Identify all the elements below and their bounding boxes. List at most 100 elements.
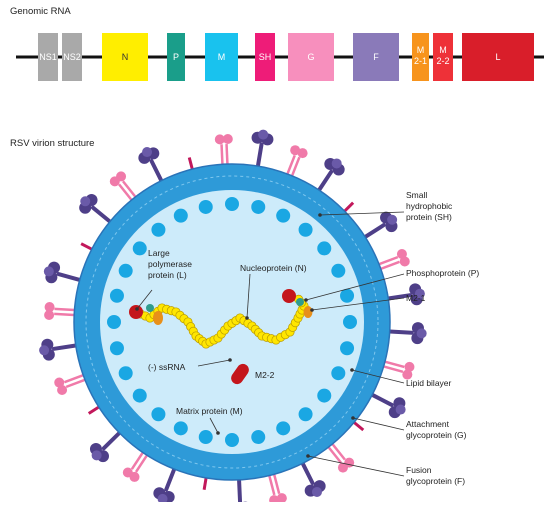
g-protein-stalk (136, 455, 147, 472)
gene-p-label: P (173, 52, 179, 62)
g-protein-head (110, 176, 120, 186)
g-protein-stalk (274, 474, 279, 493)
matrix-protein-dot (110, 341, 124, 355)
label-f-line: glycoprotein (F) (406, 476, 465, 486)
leader-matrix-end (216, 431, 220, 435)
gene-l-label: L (495, 52, 500, 62)
label-g-line: glycoprotein (G) (406, 430, 467, 440)
f-protein-stalk (258, 144, 262, 166)
f-protein-head (417, 328, 427, 338)
matrix-protein-dot (251, 430, 265, 444)
f-protein-stalk (104, 433, 120, 448)
label-l-line: polymerase (148, 259, 192, 269)
gene-m2-1: M2-1 (412, 33, 429, 81)
sh-protein (204, 478, 206, 490)
sh-protein (354, 422, 363, 430)
virion (39, 130, 427, 502)
g-protein-head (129, 472, 139, 482)
matrix-protein-dot (225, 197, 239, 211)
sh-protein (345, 203, 354, 211)
gene-m-label: M (218, 52, 226, 62)
label-ssrna-line: (-) ssRNA (148, 362, 186, 372)
leader-p-end (304, 298, 308, 302)
matrix-protein-dot (331, 366, 345, 380)
g-protein-stalk (54, 314, 74, 315)
sh-protein (89, 407, 99, 413)
f-protein-head (312, 487, 322, 497)
matrix-protein-dot (299, 223, 313, 237)
matrix-protein-dot (174, 209, 188, 223)
f-protein-stalk (239, 480, 240, 502)
matrix-protein-dot (119, 264, 133, 278)
label-g-line: Attachment (406, 419, 450, 429)
f-protein-stalk (93, 208, 110, 222)
sh-protein (189, 157, 192, 169)
f-protein-stalk (166, 469, 174, 489)
label-matrix: Matrix protein (M) (176, 406, 243, 416)
f-protein-head (258, 130, 268, 140)
gene-ns2: NS2 (62, 33, 82, 81)
f-protein-head (387, 215, 397, 225)
matrix-protein-dot (317, 241, 331, 255)
leader-sh-end (318, 213, 322, 217)
f-protein-head (142, 147, 152, 157)
gene-sh: SH (255, 33, 275, 81)
g-protein-stalk (54, 309, 74, 310)
sh-protein (81, 244, 92, 250)
g-protein-stalk (332, 444, 344, 460)
gene-g: G (288, 33, 334, 81)
genomic-rna-title: Genomic RNA (10, 6, 71, 17)
matrix-protein-dot (151, 407, 165, 421)
matrix-protein-dot (331, 264, 345, 278)
g-protein-head (57, 385, 67, 395)
matrix-protein-dot (133, 241, 147, 255)
f-protein-head (396, 405, 406, 415)
f-protein-head (332, 158, 342, 168)
label-lipid: Lipid bilayer (406, 378, 452, 388)
label-m2-1: M2-1 (406, 293, 426, 303)
f-protein-stalk (54, 346, 76, 349)
gene-ns1: NS1 (38, 33, 58, 81)
gene-g-label: G (307, 52, 314, 62)
label-l-line: Large (148, 248, 170, 258)
g-protein-stalk (222, 144, 223, 164)
leader-n-end (245, 316, 249, 320)
leader-lipid-end (350, 368, 354, 372)
g-protein-head (277, 493, 287, 502)
f-protein-stalk (365, 225, 384, 237)
virion-structure-title: RSV virion structure (10, 138, 94, 149)
gene-f: F (353, 33, 399, 81)
f-protein-stalk (303, 463, 313, 483)
matrix-protein-dot (251, 200, 265, 214)
label-n-line: Nucleoprotein (N) (240, 263, 307, 273)
matrix-protein-dot (340, 289, 354, 303)
phosphoprotein-right (296, 298, 304, 306)
gene-n-label: N (122, 52, 129, 62)
matrix-protein-dot (199, 430, 213, 444)
f-protein-head (80, 196, 90, 206)
g-protein-head (397, 249, 407, 259)
leader-ssrna-end (228, 358, 232, 362)
label-p-line: Phosphoprotein (P) (406, 268, 479, 278)
f-protein-head (39, 345, 49, 355)
g-protein-stalk (385, 362, 404, 367)
matrix-protein-dot (343, 315, 357, 329)
gene-m2-2-label: M (439, 45, 447, 55)
leader-m2-1-end (310, 308, 314, 312)
g-protein-stalk (269, 476, 274, 495)
matrix-protein-dot (317, 389, 331, 403)
gene-f-label: F (373, 52, 379, 62)
f-protein-stalk (58, 274, 79, 280)
g-protein-stalk (384, 366, 403, 371)
f-protein-head (44, 266, 54, 276)
g-protein-head (344, 458, 354, 468)
matrix-protein-dot (151, 223, 165, 237)
g-protein-stalk (123, 181, 135, 197)
leader-f (308, 456, 404, 476)
gene-ns1-label: NS1 (39, 52, 57, 62)
gene-m2-1-label: 2-1 (414, 56, 427, 66)
leader-l-end (135, 307, 139, 311)
f-protein-stalk (390, 331, 412, 332)
